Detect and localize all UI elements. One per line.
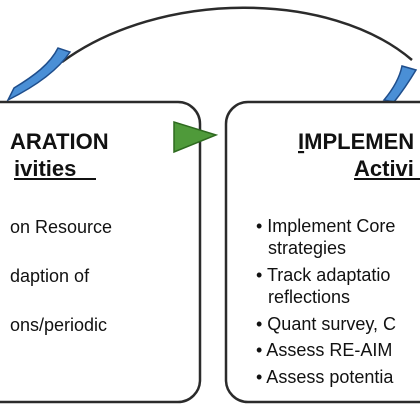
implementation-item-3: • Track adaptatio [256, 265, 390, 285]
implementation-item-1: • Implement Core [256, 216, 395, 236]
implementation-item-2: strategies [268, 238, 346, 258]
implementation-title-rest: MPLEMEN [304, 129, 414, 154]
preparation-item-2: daption of [10, 266, 90, 286]
right-arrowhead-icon [382, 65, 418, 103]
top-arc-connector [61, 6, 413, 64]
implementation-title-initial: I [298, 129, 304, 154]
preparation-item-1: on Resource [10, 217, 112, 237]
preparation-subtitle: ivities [14, 156, 76, 181]
connector-arrow-icon [173, 120, 219, 154]
implementation-item-6: • Assess RE-AIM [256, 340, 392, 360]
left-arrowhead-icon [6, 47, 72, 102]
implementation-box [224, 100, 420, 404]
implementation-item-5: • Quant survey, C [256, 314, 396, 334]
implementation-title: IMPLEMEN [298, 129, 414, 154]
implementation-item-7: • Assess potentia [256, 367, 394, 387]
preparation-box [0, 100, 202, 404]
implementation-item-4: reflections [268, 287, 350, 307]
preparation-item-3: ons/periodic [10, 315, 107, 335]
implementation-subtitle: Activi [354, 156, 414, 181]
preparation-title: ARATION [10, 129, 109, 154]
